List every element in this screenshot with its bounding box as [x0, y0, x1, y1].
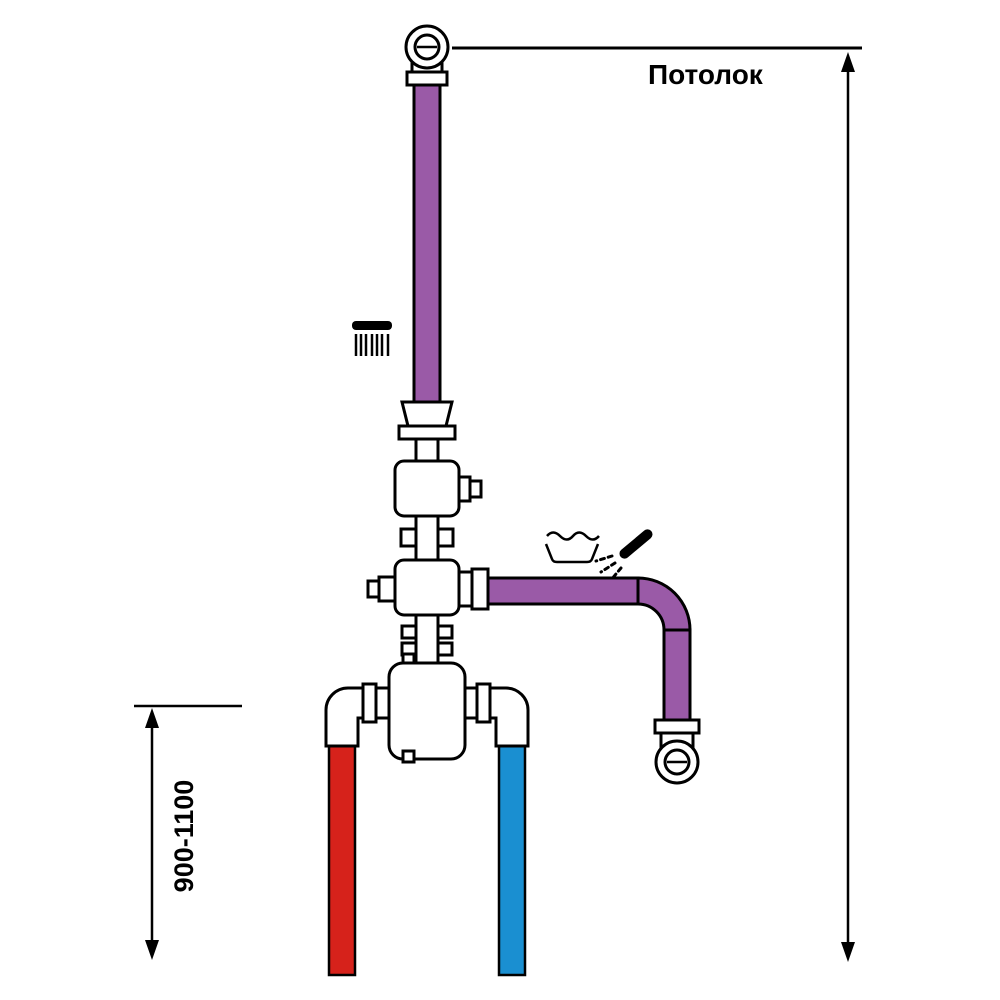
lower-neck-nut-left-1	[400, 624, 418, 640]
neck-nut-left	[399, 527, 418, 548]
hot-flange-outer	[361, 682, 378, 724]
spray-line	[599, 561, 617, 574]
left-dimension-arrowhead-bottom	[145, 940, 159, 960]
cold-water-pipe	[497, 740, 527, 977]
hand-shower-pipe-vertical	[662, 628, 692, 724]
height-range-label: 900-1100	[169, 780, 199, 893]
hand-shower-elbow-fitting	[653, 718, 701, 785]
lower-neck-nut-right-1	[436, 624, 454, 640]
mixer-valve-body	[387, 661, 467, 761]
upper-neck	[414, 514, 440, 564]
lower-neck	[414, 613, 440, 667]
middle-valve-right-port	[457, 570, 474, 608]
hand-shower-handle-group	[619, 529, 653, 559]
hot-water-pipe	[327, 740, 357, 977]
hand-shower-pipe-bend	[636, 576, 692, 632]
hot-elbow-fitting	[324, 686, 365, 748]
left-dimension-arrowhead-top	[145, 708, 159, 728]
ceiling-fitting-collar	[405, 70, 449, 87]
bath-basin	[544, 543, 600, 564]
hand-shower-icon	[594, 529, 653, 582]
middle-valve-left-port	[377, 575, 397, 603]
top-connector-neck	[414, 437, 440, 465]
mixer-screw-bottom	[401, 749, 416, 764]
ceiling-elbow-fitting	[404, 24, 450, 87]
middle-valve-block	[393, 558, 461, 617]
top-connector-collar	[397, 424, 457, 441]
rain-shower-head	[352, 321, 392, 330]
right-dimension-arrowhead-top	[841, 52, 855, 72]
riser-pipe-mixed	[412, 82, 442, 406]
hand-shower-handle	[619, 529, 653, 559]
right-dimension-arrow	[841, 52, 855, 962]
spray-line	[594, 554, 614, 563]
valve-assembly	[324, 400, 530, 764]
cold-elbow-fitting	[488, 686, 530, 748]
bath-water-wave	[546, 531, 600, 541]
upper-valve-right-screw	[468, 479, 483, 499]
bath-icon	[544, 531, 600, 564]
top-connector-cone	[400, 400, 454, 428]
hot-flange-inner	[374, 686, 391, 720]
hand-shower-pipe-horizontal	[484, 576, 640, 606]
ceiling-label: Потолок	[648, 59, 764, 90]
cold-flange-outer	[475, 682, 492, 724]
lower-neck-nut-right-2	[436, 641, 454, 657]
right-dimension-arrowhead-bottom	[841, 942, 855, 962]
middle-valve-right-flange	[470, 567, 490, 611]
spray-line	[609, 566, 623, 582]
upper-valve-block	[393, 459, 461, 518]
upper-valve-right-port	[457, 475, 472, 503]
left-dimension: 900-1100	[134, 704, 242, 960]
neck-nut-right	[436, 527, 455, 548]
rain-shower-icon	[352, 321, 392, 356]
hand-shower-outlet-pipe	[484, 576, 692, 724]
hand-shower-fitting-collar	[653, 718, 701, 735]
middle-valve-left-screw	[366, 579, 381, 599]
